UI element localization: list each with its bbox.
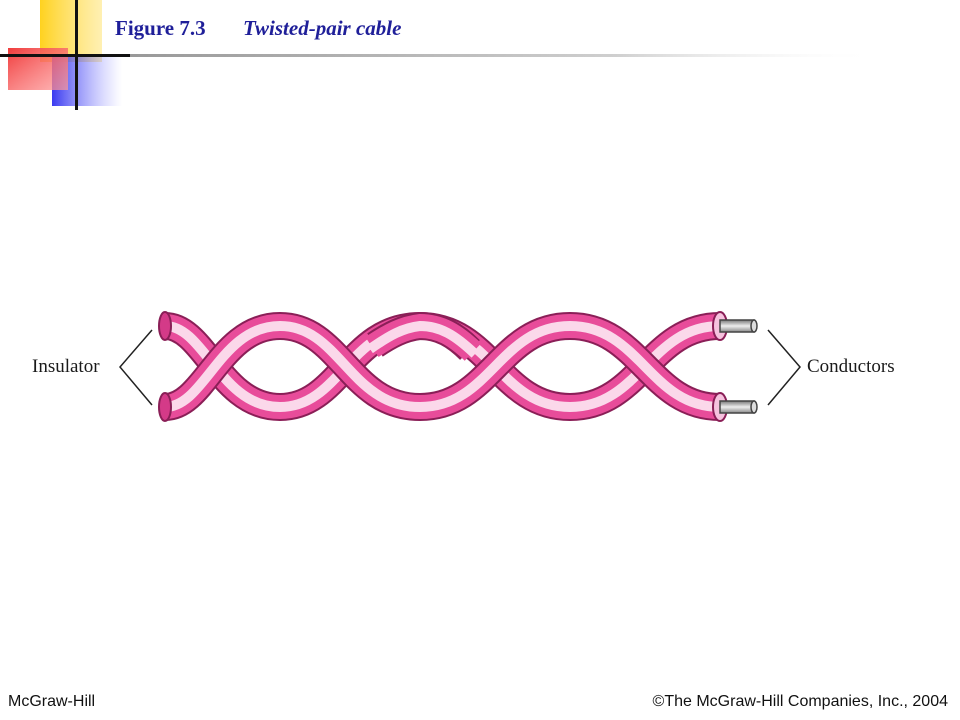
insulator-label: Insulator (32, 356, 100, 377)
footer-copyright: ©The McGraw-Hill Companies, Inc., 2004 (652, 693, 948, 710)
conductors-label: Conductors (807, 356, 895, 377)
conductor-bottom (719, 400, 755, 414)
twisted-pair-diagram (119, 311, 801, 422)
conductor-top-tip (750, 319, 758, 333)
left-end-bottom (158, 392, 172, 422)
figure-caption: Twisted-pair cable (243, 16, 402, 40)
conductor-bottom-tip (750, 400, 758, 414)
footer-publisher: McGraw-Hill (8, 693, 96, 710)
figure-number: Figure 7.3 (115, 16, 206, 40)
wire-b-highlight (164, 320, 721, 413)
slide-title: Figure 7.3 Twisted-pair cable (115, 16, 401, 41)
conductors-bracket (767, 329, 801, 406)
wire-a-crossing-highlight (367, 320, 479, 358)
horizontal-rule-dark (0, 54, 130, 57)
conductor-top (719, 319, 755, 333)
left-end-top (158, 311, 172, 341)
horizontal-rule (0, 54, 880, 57)
slide-corner-decoration (0, 0, 880, 110)
insulator-bracket (119, 329, 153, 406)
